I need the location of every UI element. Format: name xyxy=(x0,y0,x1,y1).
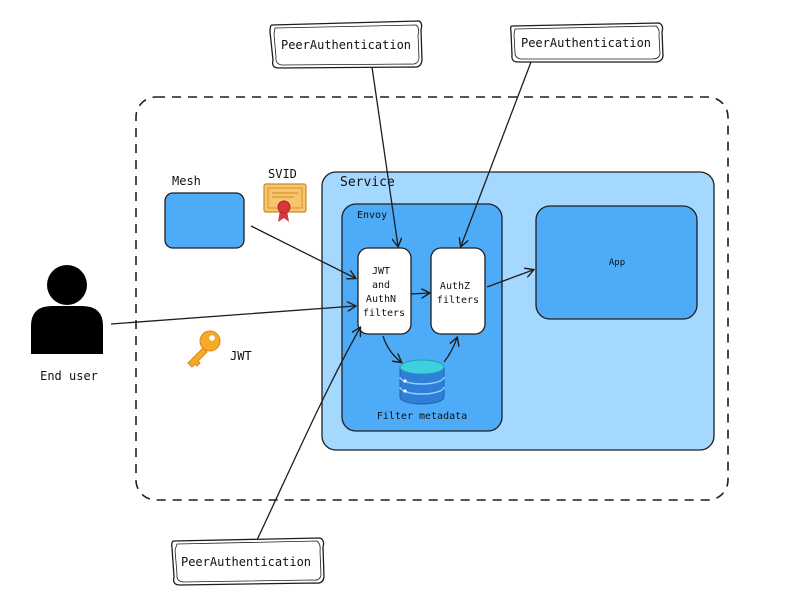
arrow-jwt-to-authz xyxy=(410,293,429,294)
peer-auth-bottom xyxy=(171,537,325,586)
authz-label-2: filters xyxy=(437,295,479,306)
filter-metadata-label: Filter metadata xyxy=(377,411,467,422)
user-icon xyxy=(31,265,103,354)
mesh-box xyxy=(164,192,245,249)
jwt-label: JWT xyxy=(230,349,252,363)
mesh-label: Mesh xyxy=(172,174,201,188)
arrow-peerauth-bottom-to-jwt-filters xyxy=(256,328,360,541)
peer-auth-top-right xyxy=(510,22,664,63)
peer-auth-top-left-label: PeerAuthentication xyxy=(281,38,411,52)
peer-auth-top-left xyxy=(269,20,423,69)
mesh-boundary xyxy=(135,96,729,501)
service-label: Service xyxy=(340,175,395,190)
arrow-authz-to-app xyxy=(486,270,533,288)
authz-label-1: AuthZ xyxy=(440,281,470,292)
peer-auth-top-right-label: PeerAuthentication xyxy=(521,36,651,50)
arrow-end-user-to-jwt-filters xyxy=(110,306,355,325)
app-box xyxy=(535,205,698,320)
arrow-peerauth-to-jwt-filters xyxy=(371,66,398,246)
database-icon xyxy=(399,359,445,405)
svid-label: SVID xyxy=(268,167,297,181)
certificate-icon xyxy=(263,183,307,222)
arrow-peerauth-to-authz-filters xyxy=(461,61,532,246)
key-icon xyxy=(187,330,221,368)
jwt-authn-filters-box xyxy=(357,247,412,335)
jwt-authn-label-3: AuthN xyxy=(366,294,396,305)
jwt-authn-label-2: and xyxy=(372,280,390,291)
arrow-mesh-to-jwt-filters xyxy=(250,225,355,278)
jwt-authn-label-4: filters xyxy=(363,308,405,319)
end-user-label: End user xyxy=(40,369,98,383)
envoy-label: Envoy xyxy=(357,210,387,221)
peer-auth-bottom-label: PeerAuthentication xyxy=(181,555,311,569)
arrow-metadata-to-authz xyxy=(443,338,457,363)
app-label: App xyxy=(609,258,625,268)
jwt-authn-label-1: JWT xyxy=(372,266,390,277)
svg-text:AuthZ filters: AuthZ filters xyxy=(437,281,479,306)
svg-text:JWT and AuthN filt: JWT and AuthN filters xyxy=(363,266,405,319)
arrow-jwt-to-metadata xyxy=(382,335,401,362)
